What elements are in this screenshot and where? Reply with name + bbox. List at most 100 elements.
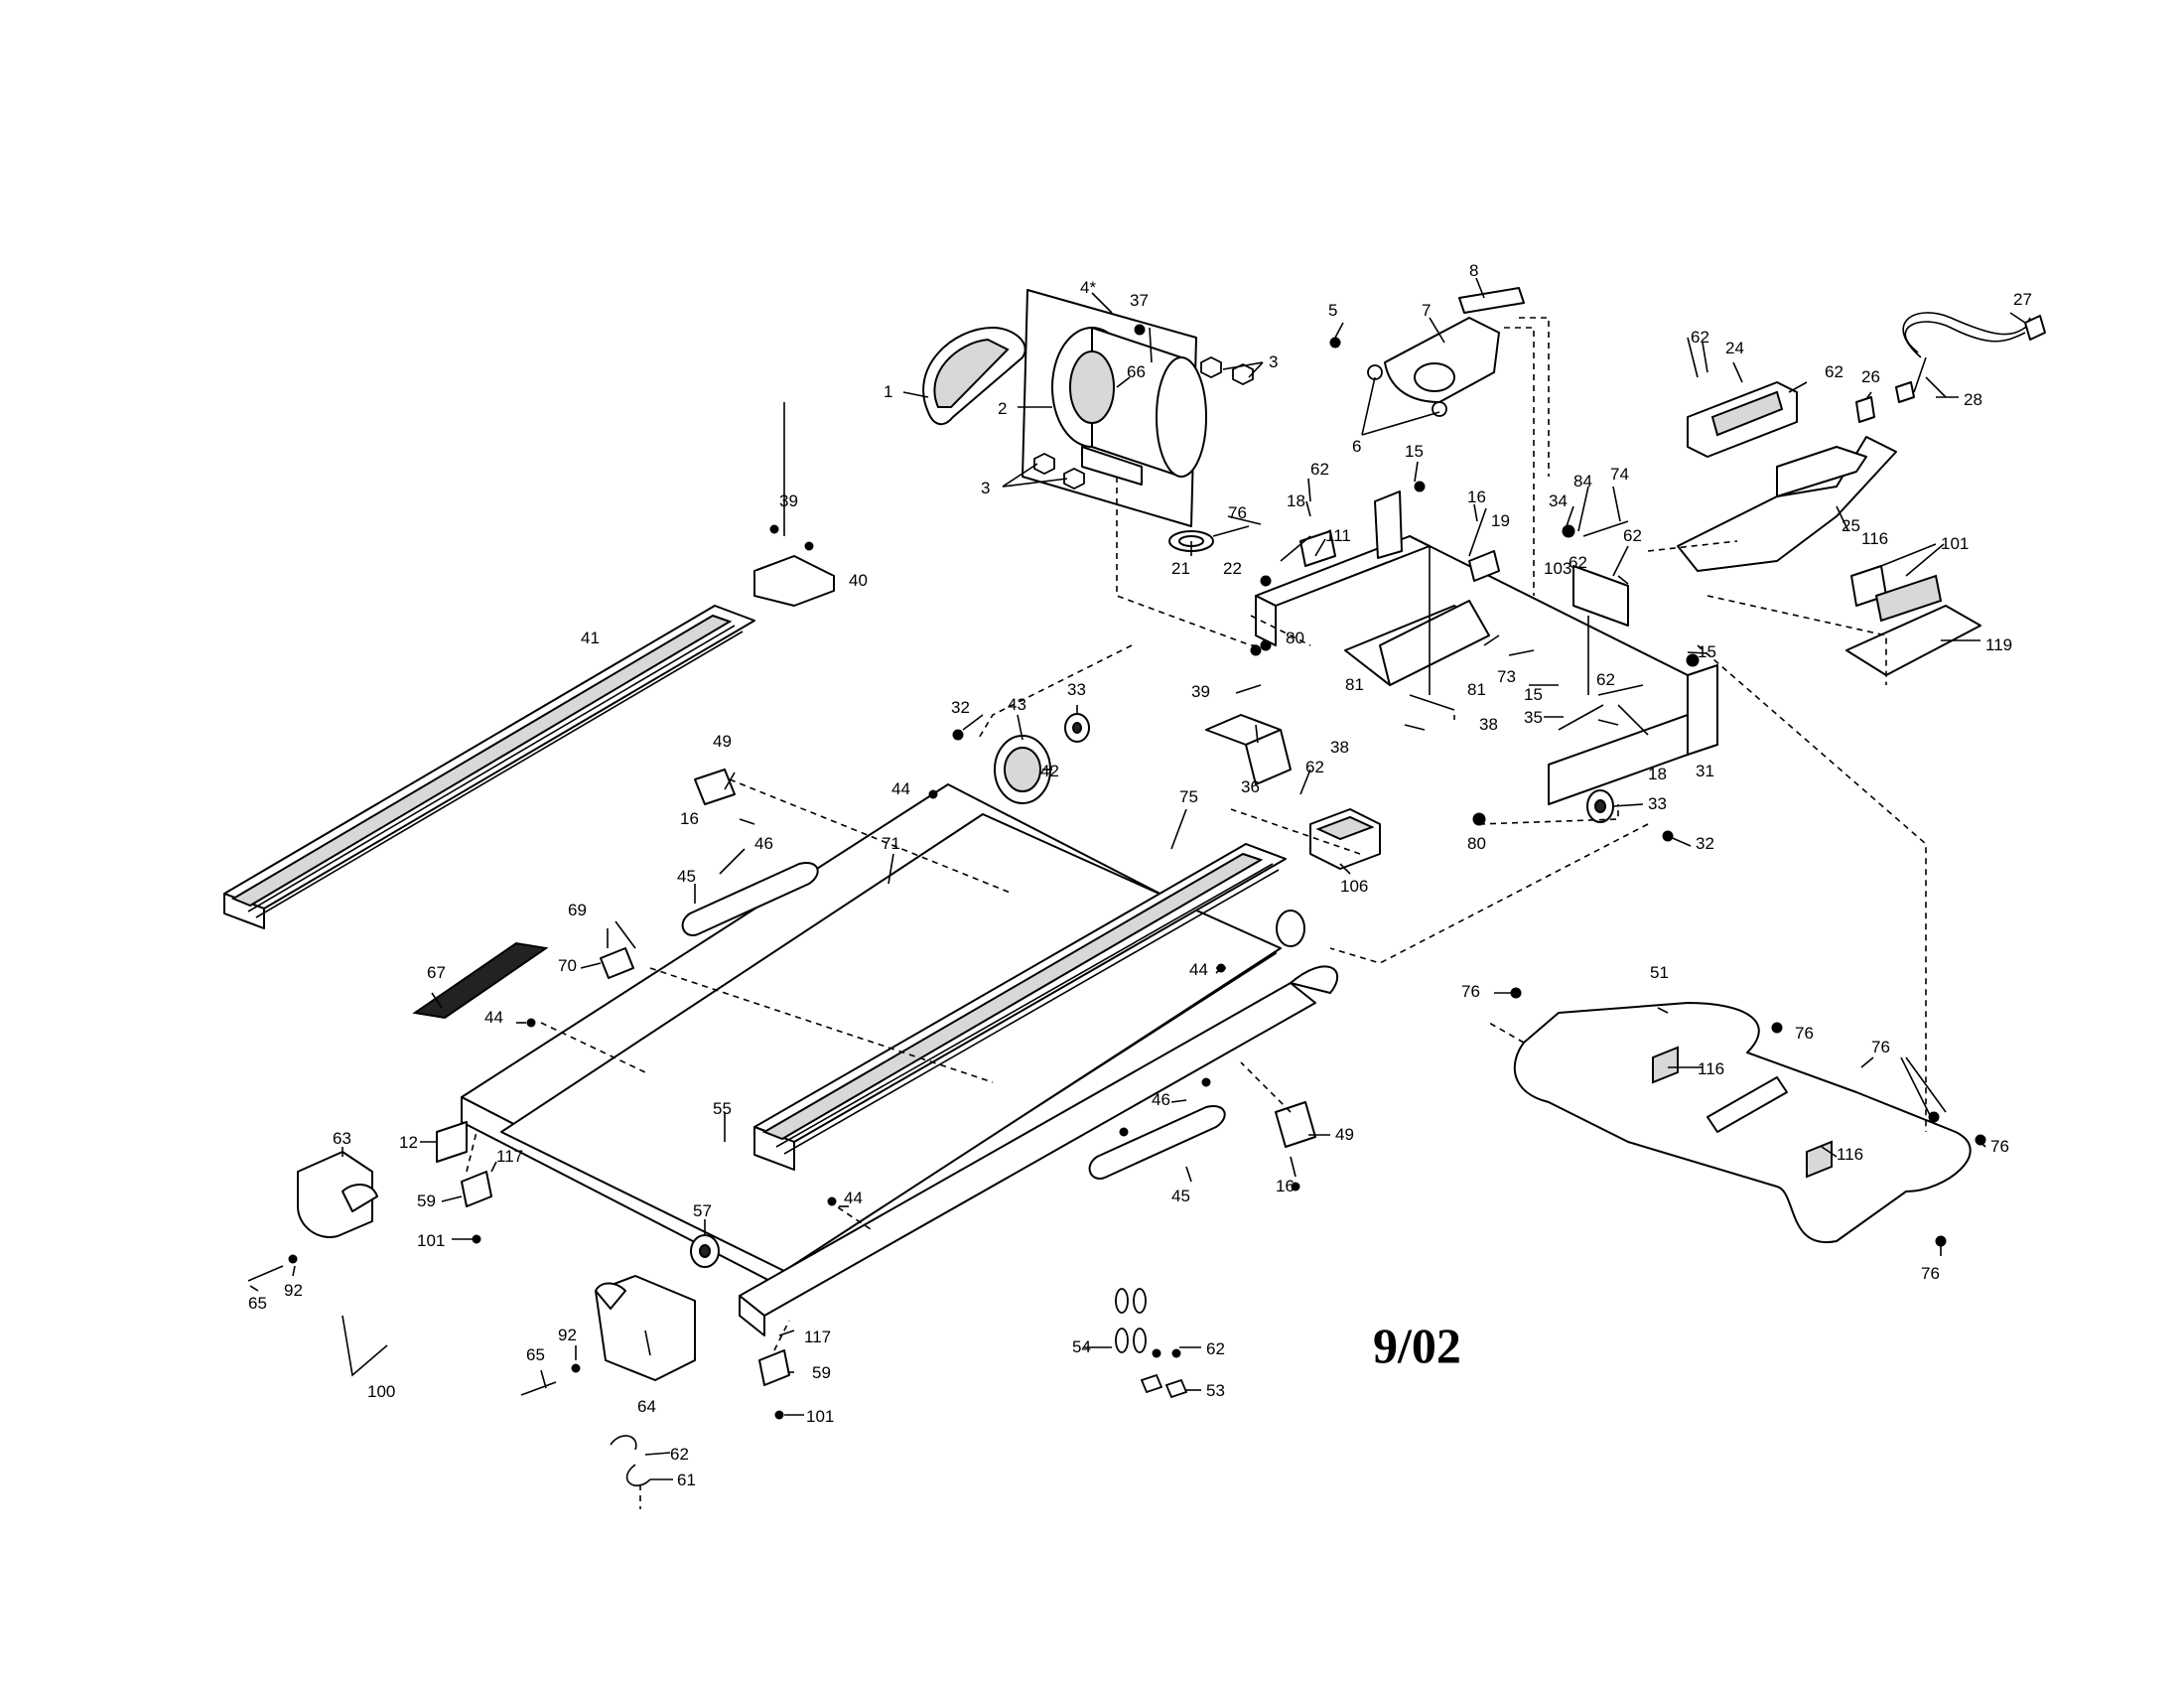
callout-16: 16: [680, 809, 699, 828]
motor-nuts: [1033, 355, 1254, 491]
side-rail-part-75: [753, 843, 1287, 1171]
callout-116: 116: [1837, 1145, 1863, 1164]
callout-3: 3: [1269, 352, 1278, 371]
callout-62: 62: [1569, 553, 1587, 572]
leveling-foot-59b: [758, 1349, 790, 1386]
transformer-106: [1309, 808, 1381, 870]
callout-101: 101: [806, 1407, 834, 1426]
callout-21: 21: [1171, 559, 1190, 578]
bracket-upright-plate: [1374, 491, 1403, 559]
callout-62: 62: [1305, 758, 1324, 776]
callout-32: 32: [951, 698, 970, 717]
callout-46: 46: [754, 834, 773, 853]
callout-117: 117: [804, 1328, 831, 1346]
callout-117: 117: [496, 1147, 523, 1166]
front-roller-shaft: [1276, 910, 1305, 947]
callout-62: 62: [1623, 526, 1642, 545]
foot-rail-45a: [681, 862, 819, 936]
callout-43: 43: [1008, 695, 1026, 714]
callout-31: 31: [1696, 762, 1714, 780]
callout-59: 59: [417, 1192, 436, 1210]
wire-clip-61: [610, 1435, 651, 1486]
callout-116: 116: [1861, 529, 1888, 548]
callout-119: 119: [1985, 635, 2012, 654]
pulley-33a: [1064, 713, 1090, 743]
callout-62: 62: [1206, 1339, 1225, 1358]
callout-81: 81: [1467, 680, 1486, 699]
bracket-111: [1299, 530, 1336, 567]
key-clip-54: [1115, 1288, 1147, 1353]
controller-board-119: [1845, 565, 1981, 676]
callout-81: 81: [1345, 675, 1364, 694]
foot-rail-45b: [1088, 1105, 1226, 1180]
callout-59: 59: [812, 1363, 831, 1382]
callout-15: 15: [1698, 642, 1716, 661]
callout-101: 101: [1941, 534, 1969, 553]
callout-62: 62: [670, 1445, 689, 1464]
callout-26: 26: [1861, 367, 1880, 386]
callout-8: 8: [1469, 261, 1478, 280]
callout-49: 49: [713, 732, 732, 751]
assembly-lines: [466, 317, 1927, 1509]
callout-18: 18: [1287, 491, 1305, 510]
callout-33: 33: [1067, 680, 1086, 699]
callout-37: 37: [1130, 291, 1149, 310]
callout-80: 80: [1286, 629, 1304, 647]
callout-27: 27: [2013, 290, 2032, 309]
leader-lines: [249, 277, 2026, 1480]
callout-75: 75: [1179, 787, 1198, 806]
callout-57: 57: [693, 1201, 712, 1220]
bracket-19: [1468, 550, 1500, 582]
end-cap-64: [595, 1275, 696, 1381]
callout-92: 92: [284, 1281, 303, 1300]
callout-38: 38: [1330, 738, 1349, 757]
frame-rail-lower: [739, 965, 1339, 1336]
callout-103: 103: [1544, 559, 1571, 578]
clip-53: [1140, 1373, 1188, 1399]
bracket-70: [600, 947, 634, 979]
callout-55: 55: [713, 1099, 732, 1118]
callout-76: 76: [1461, 982, 1480, 1001]
flywheel-ring-part: [1168, 525, 1250, 552]
callout-80: 80: [1467, 834, 1486, 853]
callout-36: 36: [1241, 777, 1260, 796]
callout-65: 65: [526, 1345, 545, 1364]
callout-3: 3: [981, 479, 990, 497]
callout-62: 62: [1596, 670, 1615, 689]
callout-76: 76: [1921, 1264, 1940, 1283]
switch-26: [1855, 396, 1875, 423]
callout-4: 4*: [1080, 278, 1096, 297]
callout-76: 76: [1795, 1024, 1814, 1043]
callout-62: 62: [1691, 328, 1709, 347]
drive-belt-part: [922, 327, 1026, 426]
callout-69: 69: [568, 901, 587, 919]
callout-40: 40: [849, 571, 868, 590]
grip-pad-67: [412, 941, 549, 1020]
callout-51: 51: [1650, 963, 1669, 982]
end-cap-63: [297, 1151, 378, 1238]
callout-labels: 1 2 3 3 4* 5 6 7 8 12 15 15 15 16 16 16 …: [248, 261, 2032, 1489]
callout-53: 53: [1206, 1381, 1225, 1400]
callout-2: 2: [998, 399, 1007, 418]
callout-116: 116: [1698, 1059, 1724, 1078]
callout-24: 24: [1725, 339, 1744, 357]
guard-36: [1205, 714, 1292, 785]
callout-7: 7: [1422, 301, 1431, 320]
callout-38: 38: [1479, 715, 1498, 734]
callout-45: 45: [1171, 1187, 1190, 1205]
callout-16: 16: [1467, 488, 1486, 506]
callout-65: 65: [248, 1294, 267, 1313]
callout-33: 33: [1648, 794, 1667, 813]
callout-44: 44: [891, 779, 910, 798]
bolt-74: [1582, 520, 1629, 537]
roller-33b: [1586, 789, 1614, 823]
date-code: 9/02: [1373, 1318, 1461, 1373]
callout-19: 19: [1491, 511, 1510, 530]
callout-15: 15: [1524, 685, 1543, 704]
callout-62: 62: [1310, 460, 1329, 479]
bolt-65a: [247, 1265, 284, 1282]
incline-motor-part: [1329, 287, 1525, 417]
callout-84: 84: [1573, 472, 1592, 491]
callout-12: 12: [399, 1133, 418, 1152]
callout-61: 61: [677, 1471, 696, 1489]
